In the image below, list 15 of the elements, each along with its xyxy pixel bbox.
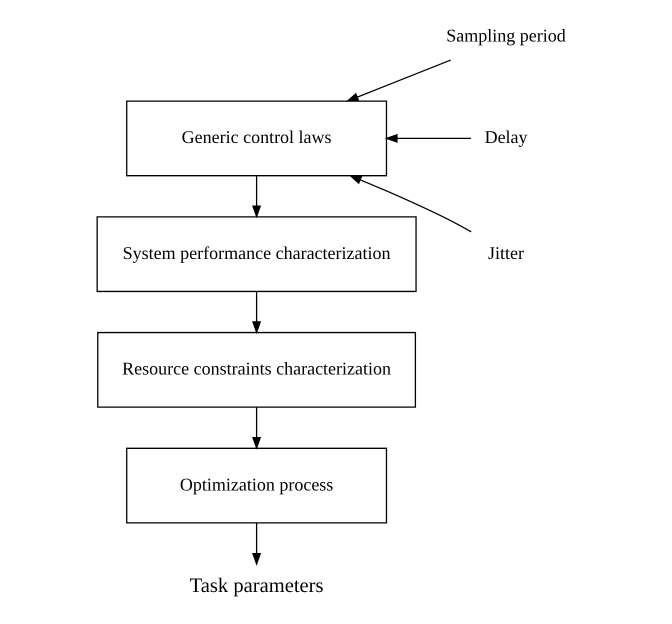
- node-text: Task parameters: [190, 575, 324, 598]
- node-box: Generic control laws: [126, 100, 388, 176]
- arrow: [384, 134, 472, 143]
- arrow: [252, 176, 262, 218]
- node-text: Jitter: [488, 242, 524, 263]
- node-box: Resource constraints characterization: [97, 332, 416, 408]
- node-box: Optimization process: [126, 448, 388, 524]
- arrow: [252, 408, 262, 450]
- node-text: Delay: [484, 127, 528, 148]
- arrow: [252, 523, 262, 566]
- arrow: [252, 292, 262, 334]
- arrow: [348, 175, 472, 232]
- node-text: Sampling period: [446, 26, 566, 46]
- node-box: System performance characterization: [96, 216, 417, 292]
- arrow: [346, 59, 451, 102]
